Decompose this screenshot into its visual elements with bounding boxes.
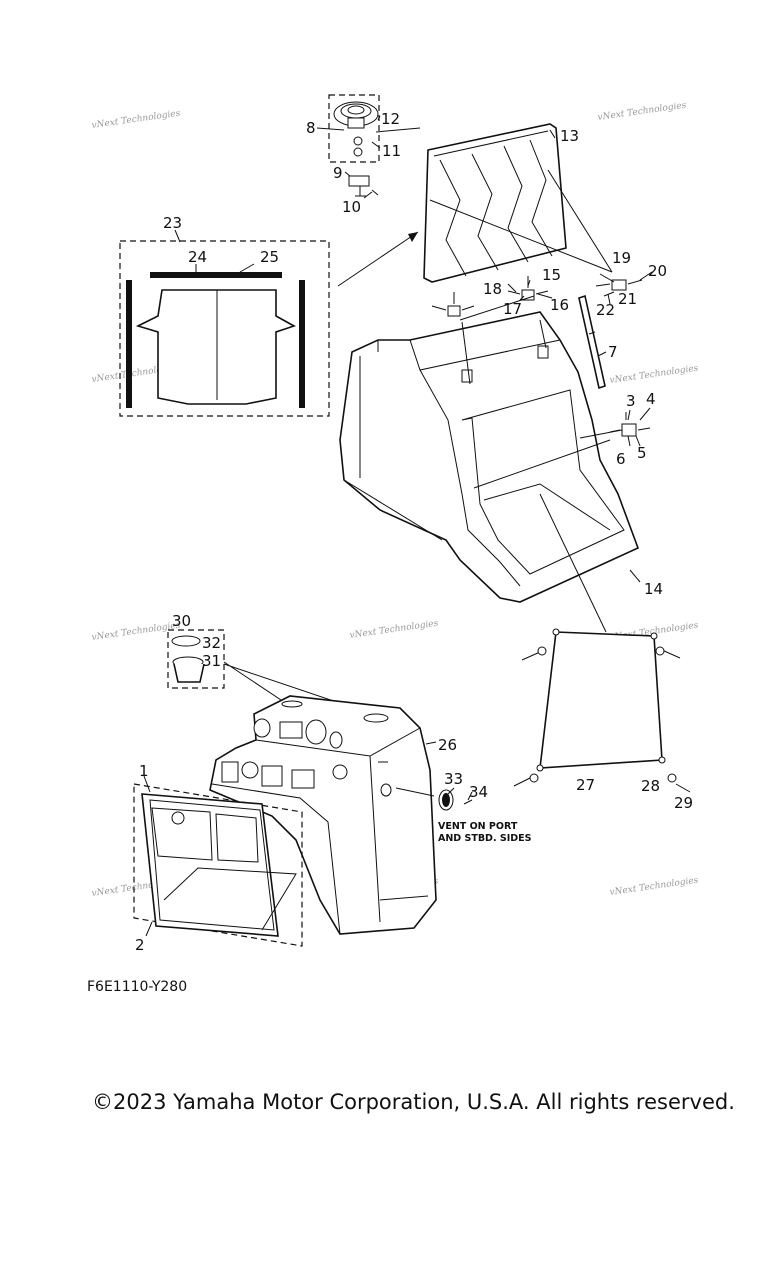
- callout-34: 34: [469, 783, 488, 801]
- cushion-strip-left: [126, 280, 132, 408]
- leader-lines-upper: [174, 115, 653, 633]
- callout-30: 30: [172, 612, 191, 630]
- callout-24: 24: [188, 248, 207, 266]
- gas-strut: [578, 294, 606, 390]
- watermark: vNext Technologies: [609, 876, 699, 898]
- vent-note-line-1: VENT ON PORT: [438, 821, 518, 832]
- cushion-strip-top: [150, 272, 282, 278]
- callout-23: 23: [163, 214, 182, 232]
- callout-1: 1: [139, 762, 149, 780]
- hinge-hardware: [431, 276, 643, 317]
- callout-5: 5: [637, 444, 647, 462]
- callout-25: 25: [260, 248, 279, 266]
- watermark: vNext Technologies: [349, 619, 439, 641]
- callout-17: 17: [503, 300, 522, 318]
- watermark: vNext Technologies: [91, 109, 181, 131]
- callout-13: 13: [560, 127, 579, 145]
- watermark: vNext Technologies: [91, 621, 181, 643]
- callout-6: 6: [616, 450, 626, 468]
- callout-32: 32: [202, 634, 221, 652]
- callout-10: 10: [342, 198, 361, 216]
- callout-28: 28: [641, 777, 660, 795]
- callout-33: 33: [444, 770, 463, 788]
- vent-note-line-2: AND STBD. SIDES: [438, 833, 532, 844]
- callout-18: 18: [483, 280, 502, 298]
- callout-21: 21: [618, 290, 637, 308]
- callout-2: 2: [135, 936, 145, 954]
- copyright-notice: ©2023 Yamaha Motor Corporation, U.S.A. A…: [92, 1090, 735, 1114]
- arrow-head: [408, 232, 418, 242]
- lid-panel: [423, 123, 567, 283]
- callout-29: 29: [674, 794, 693, 812]
- vent: [438, 787, 473, 811]
- callout-16: 16: [550, 296, 569, 314]
- callout-22: 22: [596, 301, 615, 319]
- callout-15: 15: [542, 266, 561, 284]
- callout-9: 9: [333, 164, 343, 182]
- console: [209, 695, 437, 935]
- cushion-strip-right: [299, 280, 305, 408]
- callout-19: 19: [612, 249, 631, 267]
- callout-4: 4: [646, 390, 656, 408]
- callout-14: 14: [644, 580, 663, 598]
- callout-31: 31: [202, 652, 221, 670]
- watermark: vNext Technologies: [597, 101, 687, 123]
- gasket: [513, 628, 691, 793]
- callout-26: 26: [438, 736, 457, 754]
- cap-assembly: [328, 94, 380, 197]
- callout-7: 7: [608, 343, 618, 361]
- callout-3: 3: [626, 392, 636, 410]
- watermark: vNext Technologies: [609, 364, 699, 386]
- storage-box: [339, 311, 640, 603]
- callout-20: 20: [648, 262, 667, 280]
- callout-27: 27: [576, 776, 595, 794]
- callout-12: 12: [381, 110, 400, 128]
- access-door: [133, 775, 303, 947]
- leader-arrow: [337, 231, 419, 287]
- callouts: 1 2 3 4 5 6 7 8 9 10 11 12 13 14 15 16 1…: [135, 110, 693, 954]
- callout-8: 8: [306, 119, 316, 137]
- diagram-code: F6E1110-Y280: [87, 979, 187, 995]
- cushion-set: [119, 240, 330, 417]
- callout-11: 11: [382, 142, 401, 160]
